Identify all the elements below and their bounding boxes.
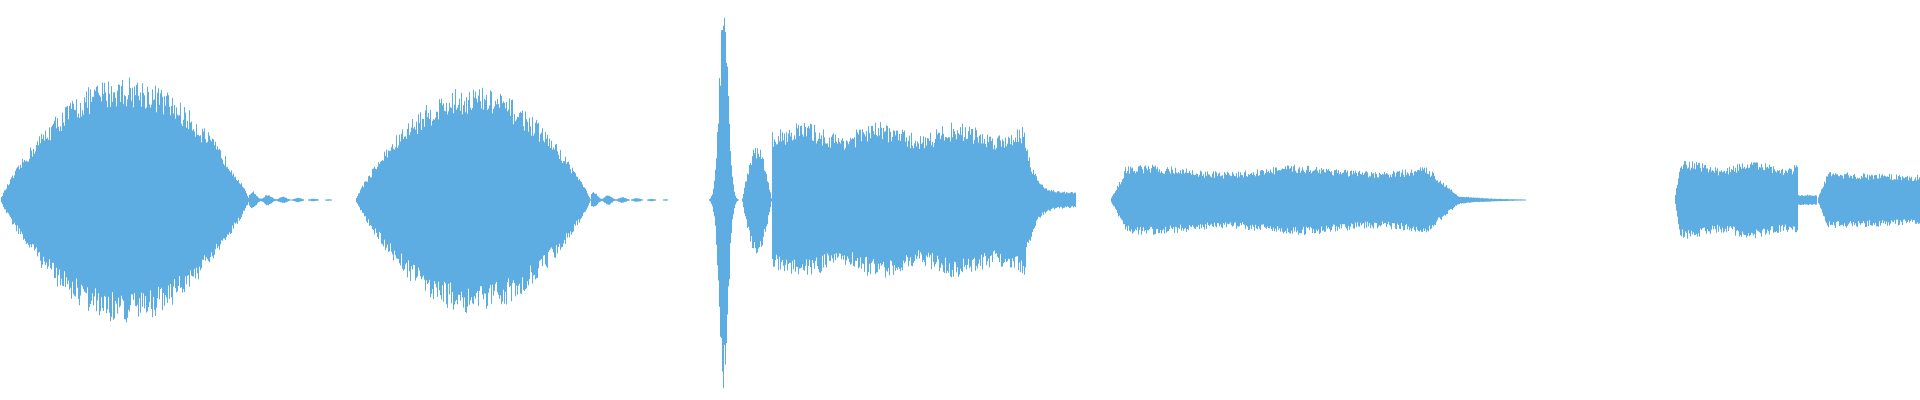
- waveform-lines: [1, 17, 1920, 389]
